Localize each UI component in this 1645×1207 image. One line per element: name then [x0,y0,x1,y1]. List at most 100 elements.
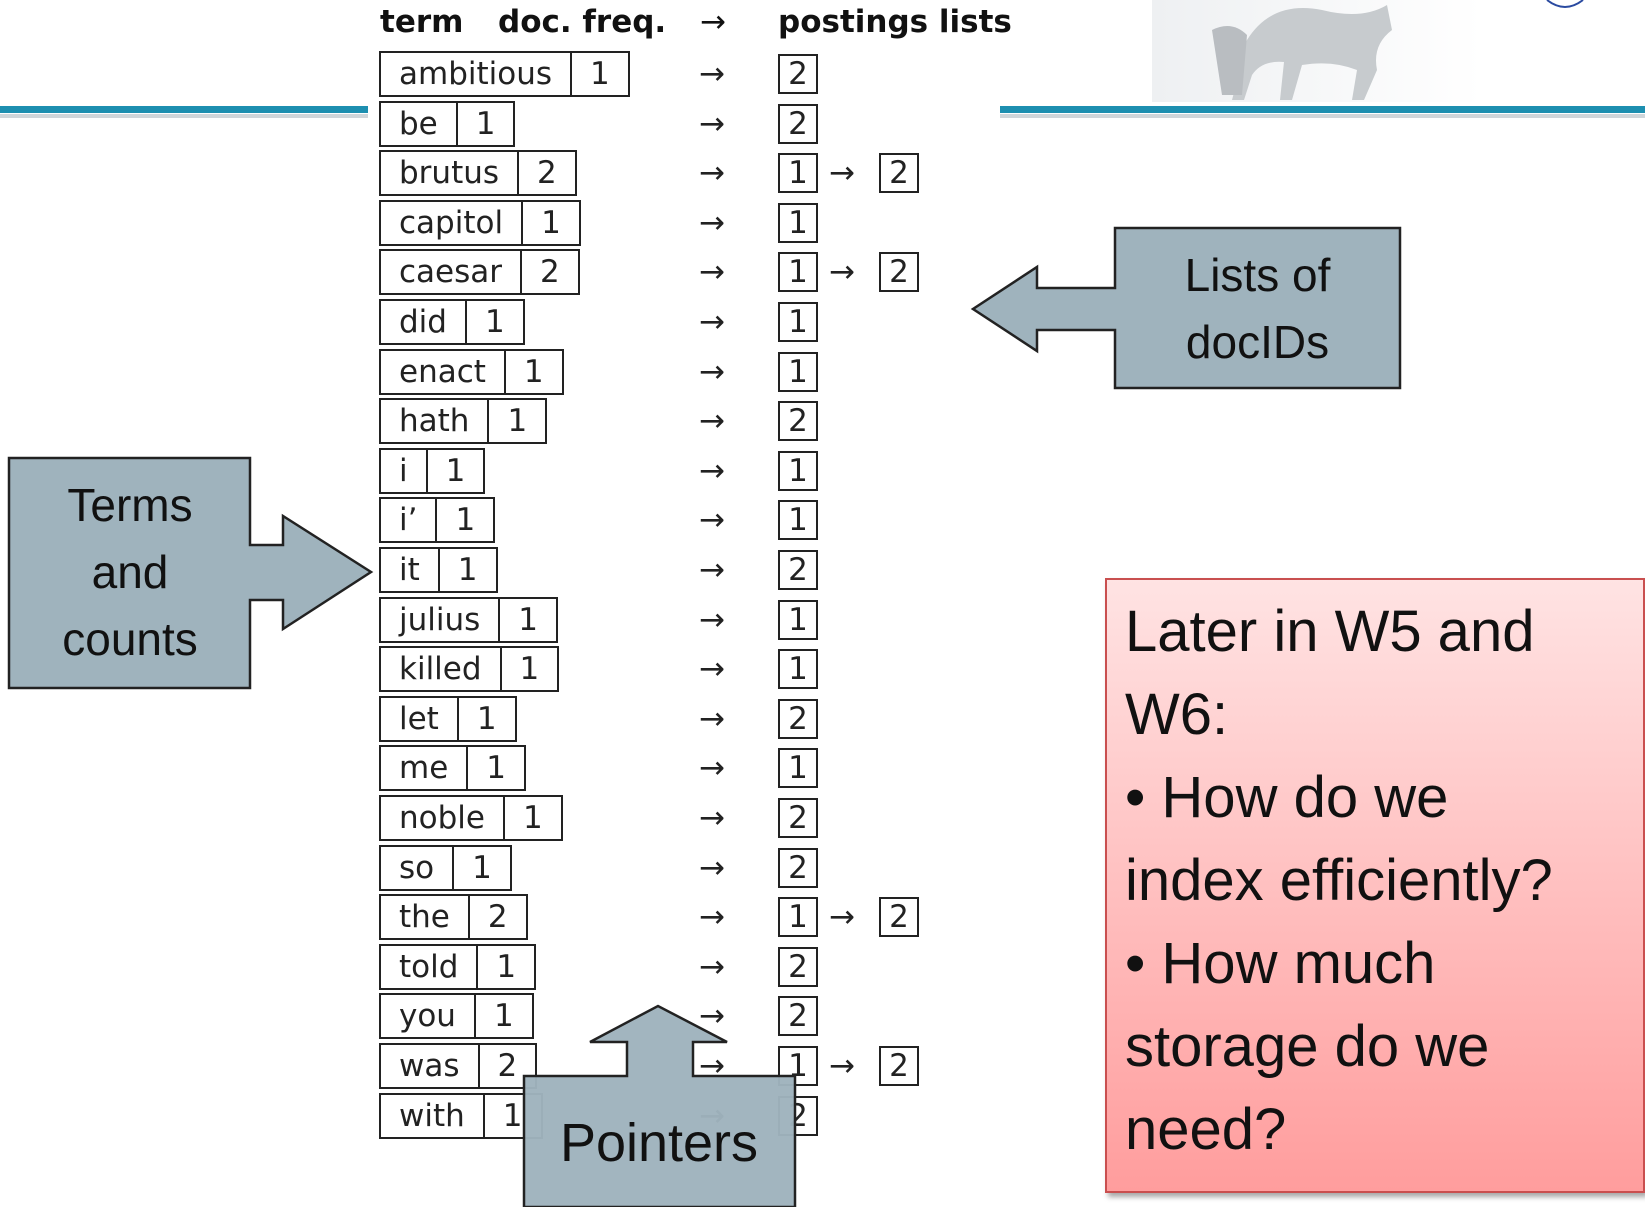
posting-docid: 2 [778,550,818,590]
pointer-arrow: → [699,105,725,142]
posting-docid: 2 [879,153,919,194]
term-label: ambitious [381,53,573,95]
terms-callout-shape [7,456,374,690]
header-rule-left [0,106,368,113]
pointer-arrow: → [699,56,725,92]
posting-docid: 1 [778,500,818,541]
note-line: index efficiently? [1125,848,1553,913]
term-label: be [381,102,458,145]
pointer-arrow: → [699,353,725,390]
term-label: told [381,945,479,988]
pointers-callout-label: Pointers [559,1113,759,1173]
posting-docid: 2 [778,798,818,838]
terms-callout-line: counts [62,613,198,665]
term-entry: me 1 [379,745,527,792]
term-label: julius [381,598,501,641]
doc-freq-value: 1 [590,56,610,92]
term-label: caesar [381,251,523,294]
posting-docid: 1 [778,897,818,938]
pointer-arrow: → [699,204,725,241]
posting-docid: 1 [778,351,818,392]
terms-callout-line: and [91,546,169,598]
pointer-arrow: → [699,304,725,340]
term-entry: ambitious 1 [379,51,630,97]
term-label: with [381,1094,485,1137]
doc-freq-value: 1 [502,1097,523,1134]
pointer-arrow: → [699,651,725,688]
header-rule-right-shadow [1000,114,1645,118]
doc-freq-value: 1 [475,105,496,142]
note-bullet-line: • How much [1125,931,1436,996]
terms-callout-label: Terms and counts [10,472,250,673]
terms-callout-line: Terms [67,479,193,531]
pointer-arrow: → [699,800,725,836]
pointer-arrow: → [699,700,725,737]
posting-docid: 2 [879,1046,919,1086]
shield-icon [1546,0,1584,8]
pointer-arrow: → [699,502,725,539]
pointer-arrow: → [699,948,725,985]
posting-link-arrow: → [829,1048,855,1084]
posting-docid: 2 [778,401,818,442]
posting-docid: 1 [778,202,818,243]
lists-callout-line: Lists of [1184,249,1331,301]
posting-docid: 1 [778,450,818,491]
posting-docid: 1 [778,153,818,194]
posting-docid: 1 [778,252,818,293]
term-label: capitol [381,201,524,244]
note-line: storage do we [1125,1014,1490,1079]
doc-freq-value: 1 [484,304,505,340]
term-label: me [381,747,469,790]
posting-docid: 2 [778,698,818,739]
term-label: killed [381,648,502,691]
doc-freq-value: 2 [540,254,560,291]
term-label: i [381,449,428,492]
posting-docid: 1 [778,302,818,342]
pointer-arrow: → [699,601,725,638]
pointer-arrow: → [699,452,725,489]
term-entry: the 2 [379,894,528,941]
doc-freq-value: 1 [523,353,544,390]
later-note-box: Later in W5 and W6: • How do we index ef… [1105,578,1645,1193]
term-label: i’ [381,499,438,542]
posting-docid: 1 [778,599,818,640]
posting-docid: 1 [778,649,818,690]
lists-callout-shape [970,226,1402,390]
doc-freq-value: 1 [496,948,517,985]
posting-docid: 2 [879,252,919,293]
posting-docid: 1 [778,748,818,789]
term-entry: be 1 [379,100,516,147]
posting-docid: 2 [778,103,818,144]
posting-link-arrow: → [829,155,855,192]
lists-callout-label: Lists of docIDs [1115,242,1400,376]
term-label: brutus [381,152,520,195]
doc-freq-value: 1 [518,601,539,638]
posting-link-arrow: → [829,254,855,291]
term-entry: julius 1 [379,596,559,643]
term-label: it [381,549,440,591]
term-label: did [381,301,467,343]
term-label: was [381,1045,480,1087]
doc-freq-value: 1 [486,750,507,787]
header-doc-freq: doc. freq. [498,4,667,40]
term-label: enact [381,350,506,393]
term-entry: i’1 [379,497,496,544]
term-entry: told 1 [379,943,537,990]
term-label: the [381,896,470,939]
pointer-arrow: → [699,899,725,936]
doc-freq-value: 2 [487,899,508,936]
header-postings-lists: postings lists [778,4,1012,40]
pointer-arrow: → [699,552,725,588]
pointer-arrow: → [699,155,725,192]
posting-docid: 2 [879,897,919,938]
term-label: noble [381,797,505,839]
term-label: you [381,995,476,1038]
pointers-callout-shape [522,1004,797,1207]
